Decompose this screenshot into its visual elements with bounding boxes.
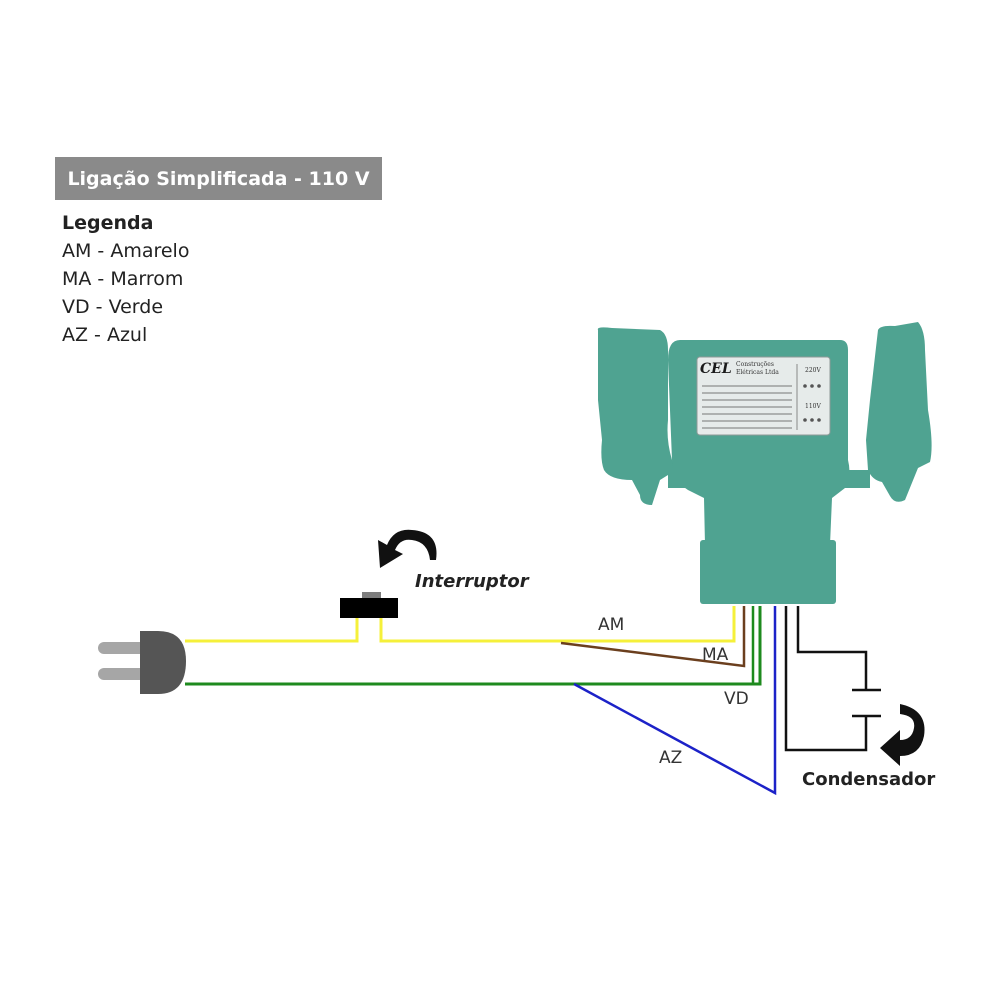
nameplate-brand: CEL — [700, 361, 732, 377]
wire-green — [185, 606, 762, 686]
capacitor-rotate-arrow-icon — [880, 704, 925, 766]
switch-icon — [340, 592, 398, 618]
capacitor-circuit — [784, 606, 881, 752]
wire-brown — [560, 606, 746, 668]
wire-label-az: AZ — [659, 748, 683, 768]
nameplate-maker-line2: Elétricas Ltda — [736, 369, 779, 376]
legend-heading: Legenda — [62, 212, 154, 234]
switch-label: Interruptor — [415, 571, 529, 592]
motor-base — [700, 540, 836, 604]
legend-item-ma: MA - Marrom — [62, 268, 184, 290]
capacitor-label: Condensador — [802, 769, 936, 790]
wire-yellow — [185, 606, 736, 643]
motor-nameplate — [696, 356, 831, 436]
wire-label-vd: VD — [724, 689, 749, 709]
switch-rotate-arrow-icon — [378, 529, 437, 568]
nameplate-maker-line1: Construções — [736, 361, 774, 368]
legend-item-az: AZ - Azul — [62, 324, 148, 346]
right-wheel-guard — [866, 322, 932, 502]
nameplate-volt-220: 220V — [805, 367, 821, 374]
left-wheel-guard — [597, 327, 676, 505]
legend-item-am: AM - Amarelo — [62, 240, 190, 262]
wire-label-am: AM — [598, 615, 625, 635]
wire-label-ma: MA — [702, 645, 729, 665]
nameplate-volt-110: 110V — [805, 403, 821, 410]
wire-blue — [573, 606, 777, 796]
diagram-title: Ligação Simplificada - 110 V — [55, 157, 382, 200]
motor-shaft-left — [668, 470, 706, 488]
motor-shaft-right — [830, 470, 870, 488]
plug-icon — [98, 631, 186, 694]
legend-item-vd: VD - Verde — [62, 296, 164, 318]
legend: Legenda AM - Amarelo MA - Marrom VD - Ve… — [62, 209, 189, 349]
